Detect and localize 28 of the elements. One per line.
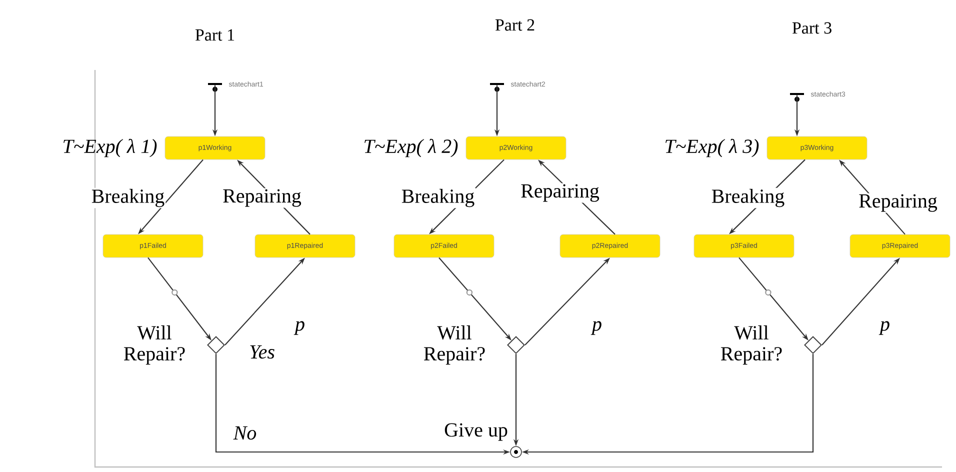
edge-label: Breaking bbox=[90, 188, 166, 208]
decision-label: Will Repair? bbox=[124, 325, 185, 365]
edge-label: p bbox=[878, 320, 891, 336]
initial-marker bbox=[490, 83, 504, 92]
decision-diamond bbox=[507, 336, 525, 354]
decision-diamond bbox=[207, 336, 225, 354]
edge-label: Repairing bbox=[858, 193, 938, 213]
rate-label: T~Exp( λ 2) bbox=[364, 138, 458, 158]
edge-label: Breaking bbox=[710, 188, 786, 208]
decision-diamond bbox=[804, 336, 822, 354]
part-heading: Part 1 bbox=[195, 29, 234, 41]
final-state bbox=[510, 446, 522, 458]
edge-label: Give up bbox=[443, 422, 509, 442]
edge-label: Repairing bbox=[222, 188, 302, 208]
edge-label: p bbox=[590, 320, 603, 336]
branch-label: Yes bbox=[250, 345, 274, 359]
part-heading: Part 2 bbox=[495, 19, 534, 31]
part-heading: Part 3 bbox=[792, 22, 832, 34]
edge-label: p bbox=[294, 320, 306, 336]
edge-label: Breaking bbox=[400, 188, 476, 208]
edge-label: Repairing bbox=[520, 183, 600, 203]
rate-label: T~Exp( λ 1) bbox=[64, 138, 157, 158]
decision-label: Will Repair? bbox=[424, 325, 485, 365]
initial-marker bbox=[790, 93, 804, 102]
rate-label: T~Exp( λ 3) bbox=[666, 138, 759, 158]
decision-label: Will Repair? bbox=[720, 325, 782, 365]
initial-marker bbox=[208, 83, 222, 92]
edge-label: No bbox=[232, 425, 258, 441]
